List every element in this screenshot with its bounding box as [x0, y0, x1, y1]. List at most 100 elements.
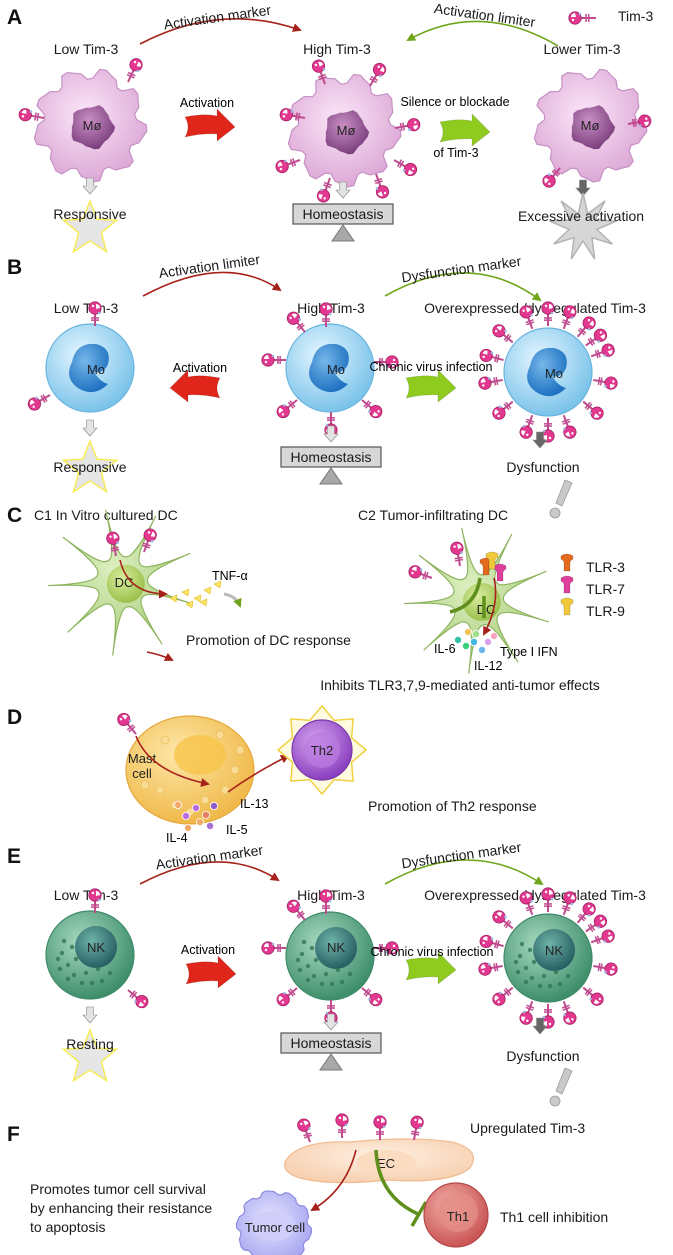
- il4-label: IL-4: [166, 831, 188, 845]
- ec-label: EC: [377, 1156, 395, 1171]
- nk-cell-high: [285, 911, 375, 1001]
- responsive-star-a: [61, 198, 119, 254]
- down-arrow-e2: [323, 1013, 339, 1031]
- tim3-receptor-icon: [276, 987, 298, 1007]
- dc-signal-arrow-2: [483, 577, 497, 636]
- upregulated-tim3-label: Upregulated Tim-3: [470, 1120, 585, 1136]
- tim3-receptor-icon: [590, 929, 615, 945]
- homeostasis-label: Homeostasis: [291, 449, 372, 465]
- homeostasis-label: Homeostasis: [291, 1035, 372, 1051]
- resting-star-e: [61, 1027, 119, 1083]
- tim3-receptor-icon: [585, 328, 608, 347]
- macrophage-label-1: Mø: [83, 118, 102, 133]
- th1-inhibition-line: [374, 1149, 419, 1216]
- nk-cell-over: [503, 913, 593, 1003]
- homeostasis-balance-a: [292, 203, 394, 242]
- tumor-cell: [235, 1190, 313, 1255]
- tim3-receptor-icon: [561, 891, 577, 916]
- down-arrow-b2: [323, 425, 339, 443]
- activation-marker-arrow-a: [139, 18, 302, 45]
- tim3-receptor-icon: [18, 108, 45, 122]
- homeostasis-balance-b: [280, 446, 382, 485]
- mast-signal-arrow: [135, 735, 210, 787]
- tim3-receptor-icon: [261, 941, 286, 955]
- responsive-star-b: [61, 438, 119, 494]
- tim3-receptor-icon: [88, 888, 102, 913]
- mast-label-1: Mast: [128, 751, 157, 766]
- tnf-arrow: [223, 592, 242, 608]
- tim3-receptor-icon: [297, 1118, 313, 1143]
- promotion-arrow-c: [146, 651, 174, 661]
- tim3-receptor-icon: [374, 173, 390, 199]
- tim3-receptor-icon: [478, 376, 503, 390]
- tim3-receptor-icon: [627, 114, 652, 128]
- tim3-receptor-icon: [541, 301, 555, 326]
- th1-label: Th1: [447, 1209, 469, 1224]
- tim3-receptor-icon: [519, 305, 535, 330]
- activation-marker-arrow-e: [139, 861, 280, 885]
- th1-inhibition-bar: [410, 1201, 428, 1227]
- silence-label-1: Silence or blockade: [400, 95, 509, 109]
- tim3-receptor-icon: [374, 355, 399, 369]
- activation-marker-label-e: Activation marker: [155, 842, 265, 873]
- tim3-receptor-icon: [561, 414, 577, 439]
- low-tim3-label-a: Low Tim-3: [54, 41, 119, 57]
- tim3-mast-icon: [117, 712, 137, 735]
- promotes-label-2: by enhancing their resistance: [30, 1200, 212, 1216]
- legend-tlr7-label: TLR-7: [586, 581, 625, 597]
- tim3-receptor-icon: [374, 941, 399, 955]
- tumor-cell-label: Tumor cell: [245, 1220, 305, 1235]
- monocyte-high: [285, 323, 375, 413]
- activation-label-e: Activation: [181, 943, 235, 957]
- tim3-receptor-icon: [361, 399, 383, 419]
- activation-limiter-label-a: Activation limiter: [433, 0, 536, 30]
- tim3-receptor-icon: [478, 962, 503, 976]
- activation-arrow-a: [184, 108, 236, 142]
- tim3-receptor-icon: [369, 62, 387, 87]
- cytokine-dots-c: [453, 628, 498, 655]
- chronic-label-b: Chronic virus infection: [370, 360, 493, 374]
- legend-tlr3-icon: [560, 553, 574, 572]
- down-arrow-a2: [335, 181, 351, 199]
- tlr9-receptor: [485, 551, 499, 570]
- tumor-survival-arrow: [310, 1149, 357, 1212]
- tim3-receptor-icon: [319, 889, 333, 914]
- activation-limiter-arrow-b: [142, 271, 282, 297]
- legend-tim3-label: Tim-3: [618, 8, 653, 24]
- down-arrow-e3: [532, 1017, 548, 1035]
- activation-label-b: Activation: [173, 361, 227, 375]
- down-arrow-b1: [82, 419, 98, 437]
- tim3-receptor-icon: [561, 1000, 577, 1025]
- tim3-receptor-icon: [335, 1113, 349, 1138]
- dc-label-1: DC: [115, 575, 134, 590]
- legend-tlr9-label: TLR-9: [586, 603, 625, 619]
- tim3-receptor-icon: [519, 414, 535, 439]
- chronic-label-e: Chronic virus infection: [371, 945, 494, 959]
- down-arrow-a3: [575, 179, 591, 197]
- macrophage-lower: [533, 68, 648, 183]
- tim3-receptor-icon: [88, 301, 102, 326]
- tim3-receptor-icon: [373, 1115, 387, 1140]
- dc-label-2: DC: [477, 602, 496, 617]
- tim3-receptor-icon: [316, 177, 332, 203]
- promotion-th2-label: Promotion of Th2 response: [368, 798, 537, 814]
- tnf-alpha-triangles: [169, 580, 222, 609]
- mast-label-2: cell: [132, 766, 152, 781]
- legend-tlr7-icon: [560, 575, 574, 594]
- homeostasis-label: Homeostasis: [303, 206, 384, 222]
- il6-label: IL-6: [434, 642, 456, 656]
- tim3-receptor-icon: [582, 400, 604, 420]
- promotes-label-1: Promotes tumor cell survival: [30, 1181, 206, 1197]
- c2-label: C2 Tumor-infiltrating DC: [358, 507, 508, 523]
- dysfunction-marker-arrow-e: [384, 859, 544, 886]
- tim3-receptor-icon: [279, 108, 306, 122]
- overexpressed-label-e: Overexpressed /dysregulated Tim-3: [424, 887, 646, 903]
- monocyte-label-3: Mo: [545, 366, 563, 381]
- nk-label-3: NK: [545, 943, 563, 958]
- nk-label-2: NK: [327, 940, 345, 955]
- panel-e-letter: E: [7, 845, 21, 868]
- macrophage-label-3: Mø: [581, 118, 600, 133]
- tim3-receptor-icon: [561, 305, 577, 330]
- panel-c-letter: C: [7, 504, 22, 527]
